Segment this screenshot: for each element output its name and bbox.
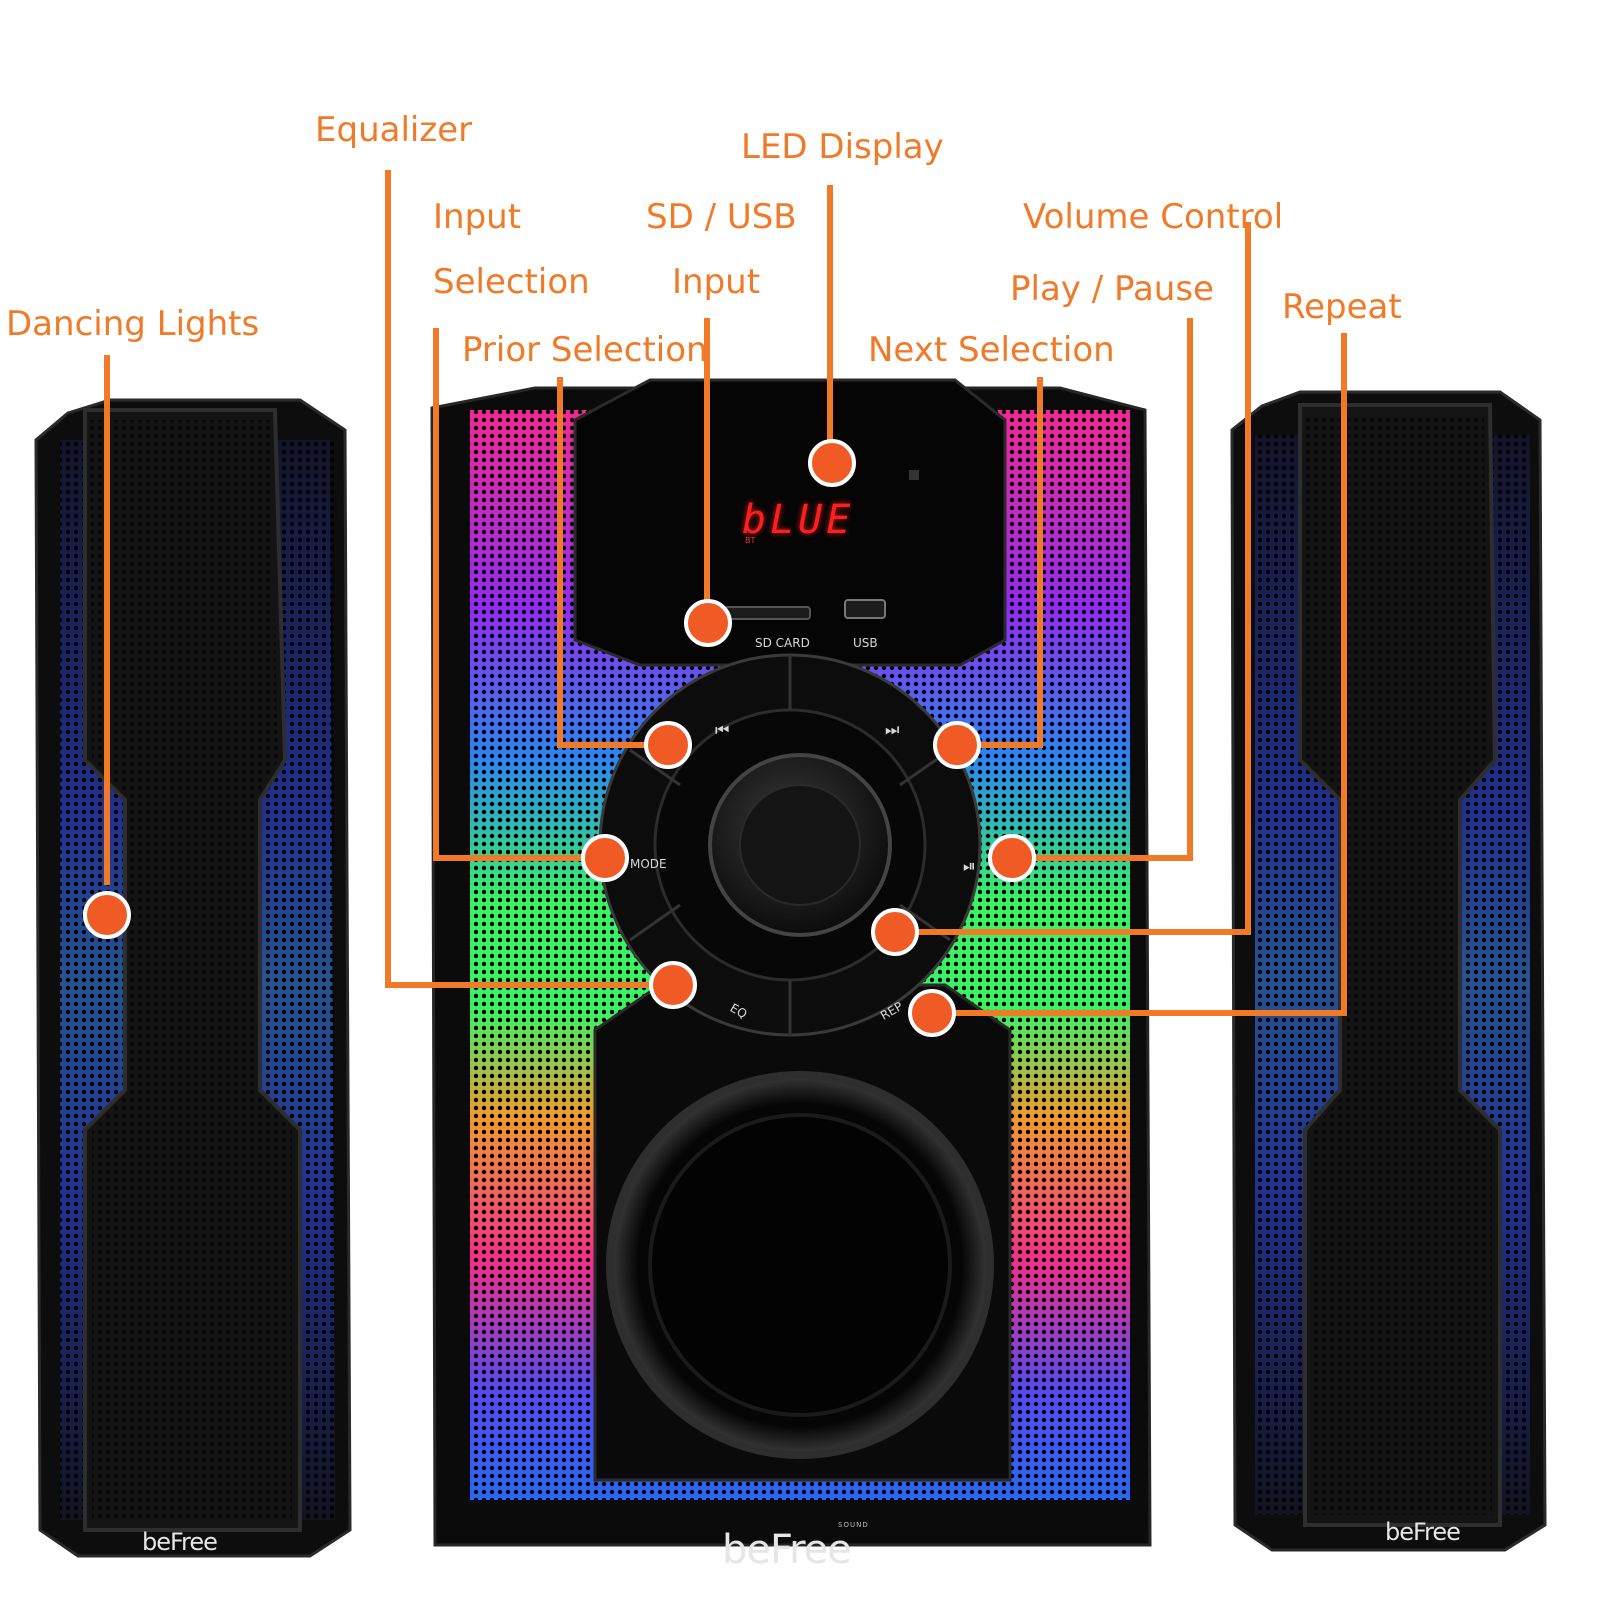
- line-repeat: [932, 333, 1347, 1016]
- line-prior-selection: [557, 377, 660, 748]
- label-play-pause: Play / Pause: [1010, 269, 1214, 309]
- label-dancing-lights: Dancing Lights: [6, 304, 260, 344]
- label-sd-usb-line1: SD / USB: [646, 197, 797, 237]
- label-led-display: LED Display: [741, 127, 944, 167]
- mode-button[interactable]: MODE: [630, 857, 667, 871]
- led-display-text: bLUE: [742, 497, 855, 543]
- label-input-selection-line2: Selection: [433, 262, 590, 302]
- line-next-selection: [955, 377, 1043, 748]
- marker-input-selection: [581, 834, 629, 882]
- led-bt-indicator: BT: [745, 536, 756, 545]
- marker-repeat: [908, 989, 956, 1037]
- usb-port[interactable]: [844, 599, 886, 619]
- brand-logo-center: beFree: [722, 1527, 852, 1573]
- prev-track-icon[interactable]: ⏮: [715, 720, 730, 739]
- brand-logo-right: beFree: [1385, 1518, 1461, 1546]
- right-speaker: [1230, 390, 1547, 1552]
- line-volume-control: [895, 222, 1251, 935]
- label-input-selection-line1: Input: [433, 197, 522, 237]
- label-equalizer: Equalizer: [315, 110, 473, 150]
- callout-markers: [83, 439, 1036, 1037]
- marker-dancing-lights: [83, 891, 131, 939]
- marker-play-pause: [988, 834, 1036, 882]
- label-repeat: Repeat: [1282, 287, 1402, 327]
- callout-lines: [104, 170, 1347, 1016]
- marker-prior-selection: [644, 721, 692, 769]
- marker-equalizer: [649, 961, 697, 1009]
- marker-sd-usb: [684, 599, 732, 647]
- brand-logo-left: beFree: [142, 1528, 218, 1556]
- left-speaker: [34, 398, 352, 1558]
- marker-next-selection: [933, 721, 981, 769]
- line-play-pause: [1010, 318, 1193, 861]
- label-next-selection: Next Selection: [868, 330, 1115, 370]
- label-prior-selection: Prior Selection: [462, 330, 708, 370]
- sd-card-label: SD CARD: [755, 636, 810, 650]
- line-equalizer: [385, 170, 655, 988]
- subwoofer-unit: [430, 378, 1152, 1547]
- play-pause-icon[interactable]: ⏯: [963, 856, 976, 875]
- brand-logo-center-small: SOUND: [838, 1521, 869, 1529]
- usb-label: USB: [853, 636, 878, 650]
- label-sd-usb-line2: Input: [672, 262, 761, 302]
- line-input-selection: [433, 328, 601, 861]
- marker-led-display: [808, 439, 856, 487]
- marker-volume-control: [871, 908, 919, 956]
- sd-card-slot[interactable]: [724, 606, 811, 620]
- next-track-icon[interactable]: ⏭: [885, 720, 900, 739]
- label-volume-control: Volume Control: [1023, 197, 1284, 237]
